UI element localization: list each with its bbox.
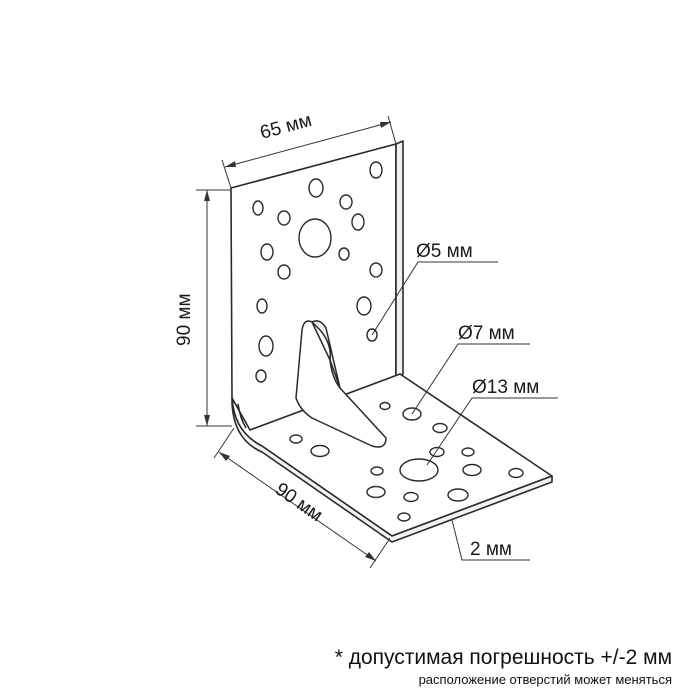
hole	[310, 444, 330, 458]
large-hole	[399, 458, 439, 482]
hole	[508, 467, 524, 479]
hole	[255, 369, 267, 383]
hole	[308, 178, 324, 198]
tolerance-note: * допустимая погрешность +/-2 мм	[334, 646, 672, 669]
dimension-line-length	[218, 451, 377, 562]
callout-large-hole: Ø13 мм	[472, 377, 539, 398]
horizontal-plate-edge	[231, 397, 553, 543]
stiffening-rib	[295, 320, 387, 448]
hole	[289, 434, 303, 444]
hole	[339, 194, 353, 210]
hole	[356, 296, 372, 316]
leader-small-hole	[371, 261, 498, 336]
hole	[369, 262, 383, 278]
hole	[252, 200, 264, 216]
hole	[256, 298, 268, 314]
hole	[379, 401, 391, 411]
leader-large-hole	[426, 397, 558, 466]
hole-layout-note: расположение отверстий может меняться	[418, 672, 672, 687]
dim-width-label: 65 мм	[258, 110, 314, 144]
dim-height-label: 90 мм	[174, 293, 195, 346]
hole	[258, 335, 274, 357]
hole	[462, 463, 482, 477]
hole	[277, 210, 291, 226]
leader-medium-hole	[411, 343, 530, 415]
leader-thickness	[451, 519, 530, 561]
dimension-arrows	[204, 122, 391, 561]
hole	[429, 446, 445, 458]
hole	[397, 512, 411, 522]
hole	[447, 488, 469, 502]
hole	[432, 422, 448, 434]
hole	[461, 447, 475, 457]
callout-medium-hole: Ø7 мм	[458, 323, 515, 344]
dim-thickness-label: 2 мм	[470, 539, 512, 560]
hole	[260, 243, 274, 261]
hole	[338, 247, 350, 261]
bend-line	[237, 403, 247, 429]
hole	[351, 213, 365, 231]
hole	[366, 485, 386, 499]
hole	[403, 491, 419, 503]
callout-small-hole: Ø5 мм	[416, 241, 473, 262]
hole	[370, 466, 384, 476]
hole	[369, 161, 383, 179]
horizontal-plate-holes	[289, 401, 524, 522]
large-hole	[298, 218, 332, 258]
dimension-lines	[196, 115, 558, 569]
vertical-plate-edge	[395, 140, 404, 379]
hole	[277, 264, 291, 280]
vertical-plate-holes	[252, 161, 383, 383]
dimension-line-width	[224, 121, 392, 168]
